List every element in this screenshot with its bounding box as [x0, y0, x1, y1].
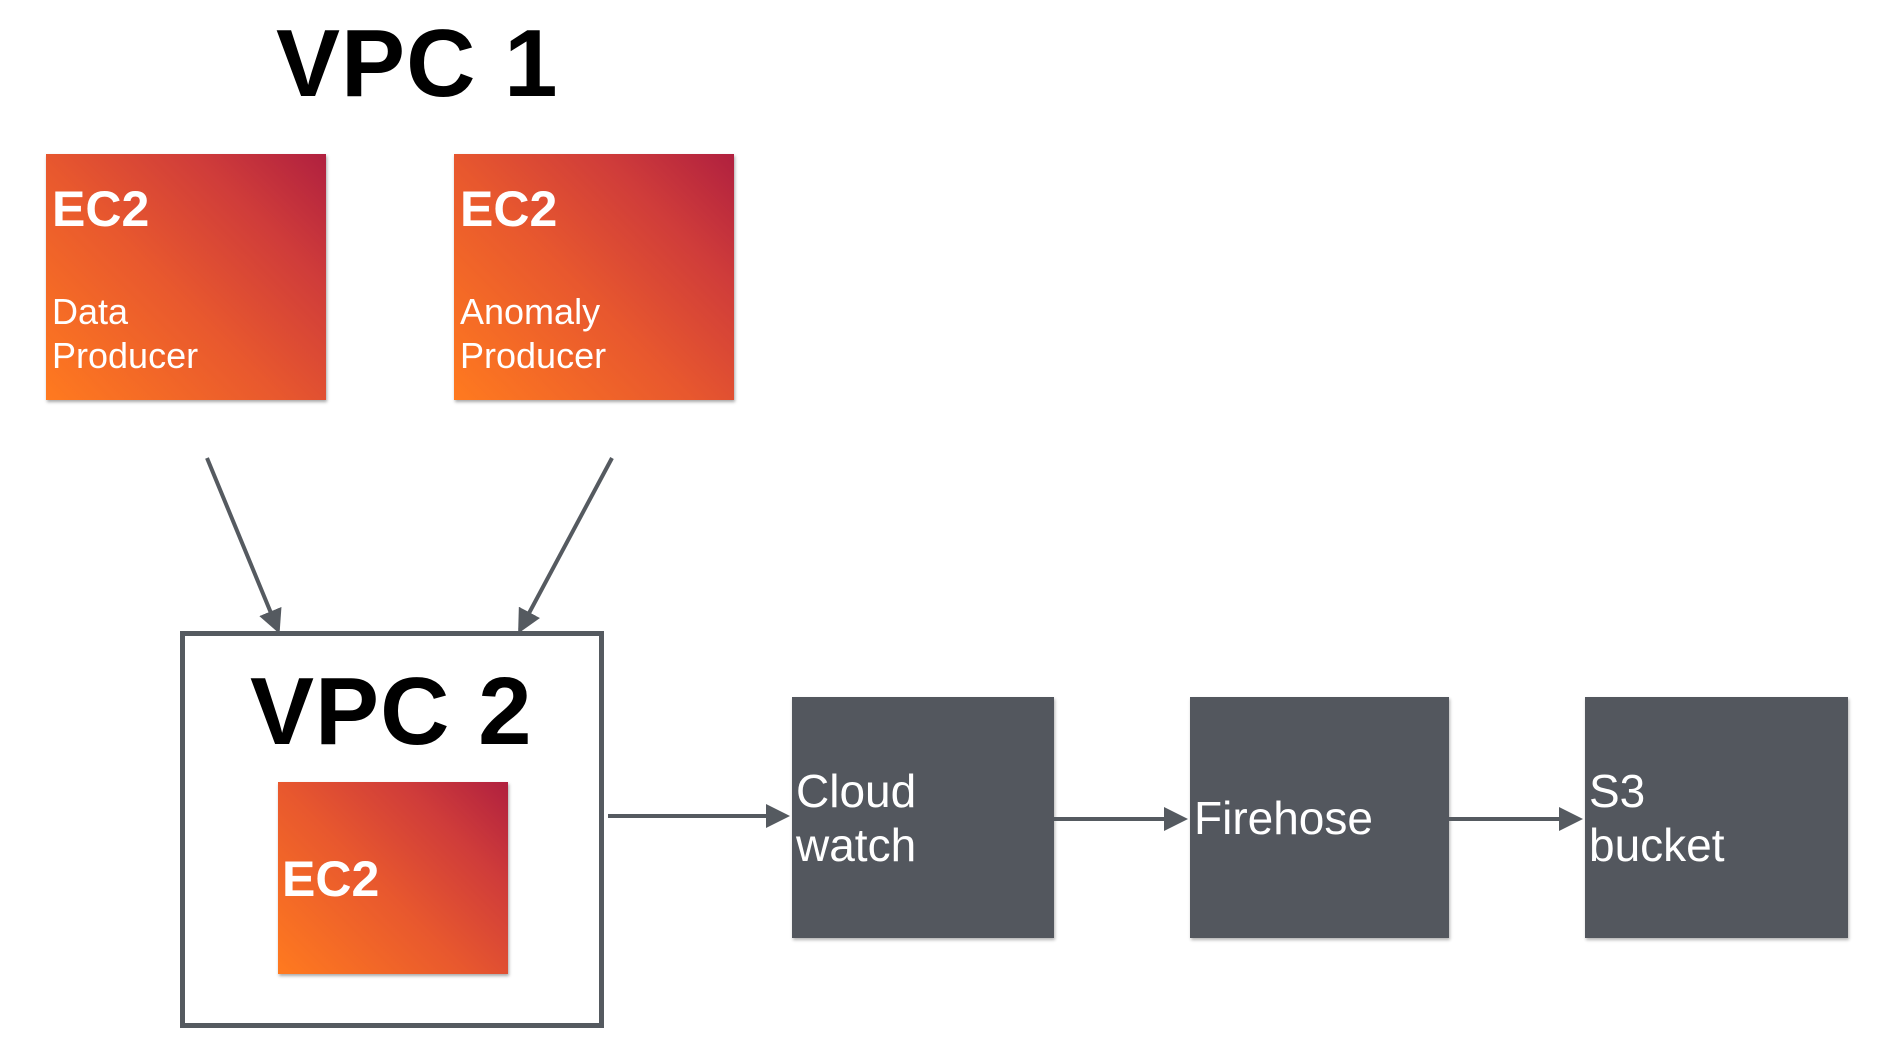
ec2-label: EC2: [52, 181, 150, 237]
ec2-anomaly-producer-node[interactable]: EC2 Anomaly Producer: [454, 154, 734, 400]
s3-bucket-node[interactable]: S3 bucket: [1585, 697, 1848, 938]
ec2-data-producer-node[interactable]: EC2 Data Producer: [46, 154, 326, 400]
ec2-description: Anomaly Producer: [460, 290, 606, 378]
ec2-description-line2: Producer: [52, 335, 199, 376]
vpc2-title: VPC 2: [250, 658, 533, 765]
ec2-label: EC2: [282, 851, 380, 907]
ec2-description-line1: Anomaly: [460, 291, 601, 332]
firehose-node[interactable]: Firehose: [1190, 697, 1449, 938]
s3-bucket-label: S3 bucket: [1589, 764, 1725, 871]
ec2-description: Data Producer: [52, 290, 198, 378]
vpc1-title: VPC 1: [276, 10, 559, 117]
ec2-description-line2: Producer: [460, 335, 607, 376]
ec2-label: EC2: [460, 181, 558, 237]
cloudwatch-label: Cloud watch: [796, 764, 917, 871]
ec2-vpc2-node[interactable]: EC2: [278, 782, 508, 974]
ec2-description-line1: Data: [52, 291, 129, 332]
vpc2-container: [180, 631, 604, 1028]
arrow-data-producer-to-vpc2: [205, 457, 282, 634]
arrow-anomaly-producer-to-vpc2: [518, 457, 614, 634]
firehose-label: Firehose: [1194, 791, 1373, 844]
cloudwatch-node[interactable]: Cloud watch: [792, 697, 1054, 938]
